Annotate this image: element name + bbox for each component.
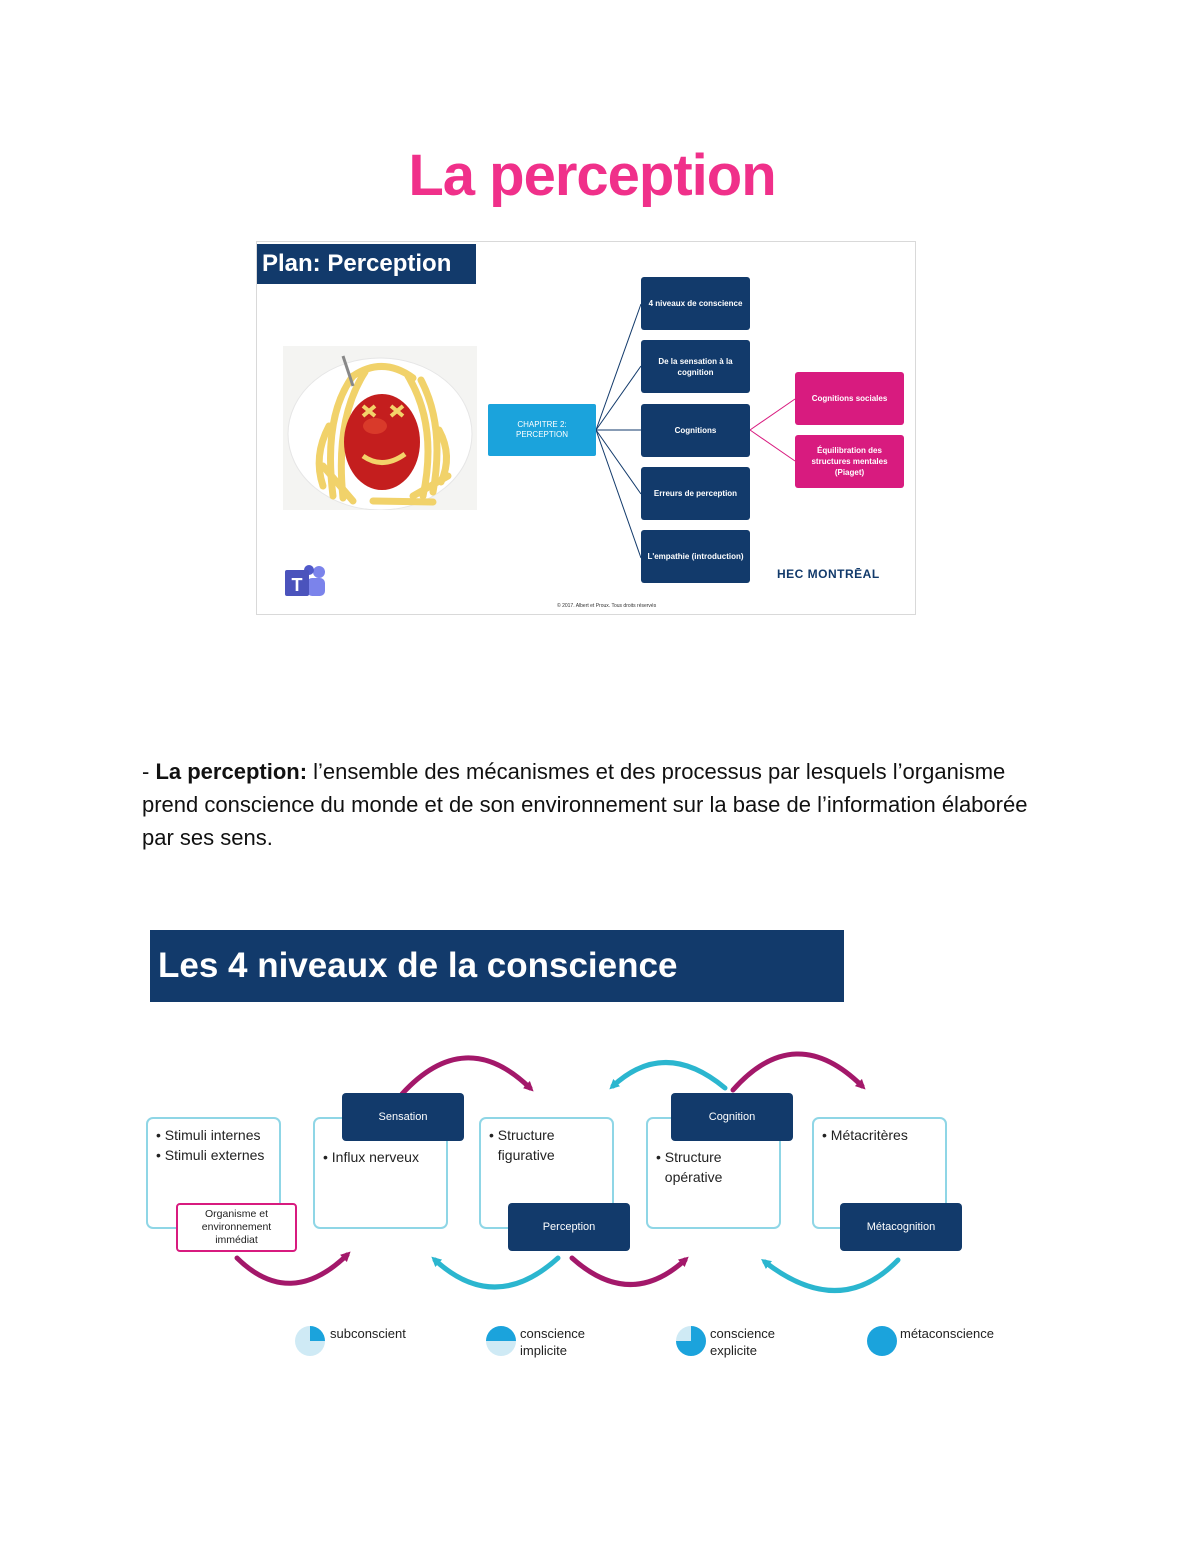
influx-item: • Influx nerveux <box>323 1149 419 1165</box>
conscience-implicite-icon <box>486 1326 516 1356</box>
figurative-item: Structure figurative <box>497 1127 555 1163</box>
pasta-face-image <box>283 346 477 510</box>
branch-erreurs: Erreurs de perception <box>641 467 750 520</box>
hec-logo: HEC MONTRĒAL <box>777 567 880 581</box>
sub-branch-cognitions-sociales: Cognitions sociales <box>795 372 904 425</box>
branch-cognitions: Cognitions <box>641 404 750 457</box>
legend-conscience-implicite: conscience implicite <box>520 1326 586 1358</box>
definition-prefix: - <box>142 759 156 784</box>
definition-text: l’ensemble des mécanismes et des process… <box>142 759 1028 850</box>
sensation-box: Sensation <box>342 1093 464 1141</box>
metacriteres-item: • Métacritères <box>822 1127 908 1143</box>
conscience-explicite-icon <box>676 1326 706 1356</box>
stimuli-item: • Stimuli externes <box>156 1147 265 1163</box>
stimuli-item: • Stimuli internes <box>156 1127 261 1143</box>
teams-logo-icon: T <box>285 565 325 596</box>
chapter-label: CHAPITRE 2: PERCEPTION <box>515 420 568 439</box>
metacognition-box: Métacognition <box>840 1203 962 1251</box>
plan-connector-lines <box>595 303 796 559</box>
chapter-box: CHAPITRE 2: PERCEPTION <box>488 404 596 456</box>
branch-niveaux: 4 niveaux de conscience <box>641 277 750 330</box>
conscience-slide-title: Les 4 niveaux de la conscience <box>150 930 844 1002</box>
cycle-arrows <box>234 1051 901 1293</box>
plan-slide: Plan: Perception <box>256 241 916 615</box>
operative-item: Structure opérative <box>664 1149 723 1185</box>
definition-paragraph: - La perception: l’ensemble des mécanism… <box>142 755 1042 854</box>
perception-box: Perception <box>508 1203 630 1251</box>
organism-box: Organisme et environnement immédiat <box>176 1203 297 1252</box>
legend-conscience-explicite: conscience explicite <box>710 1326 776 1358</box>
subconscient-icon <box>295 1326 325 1356</box>
plan-slide-title: Plan: Perception <box>257 244 476 284</box>
definition-term: La perception: <box>155 759 308 784</box>
metaconscience-icon <box>867 1326 897 1356</box>
cognition-box: Cognition <box>671 1093 793 1141</box>
legend-subconscient: subconscient <box>330 1326 406 1341</box>
sub-branch-equilibration: Équilibration des structures mentales (P… <box>795 435 904 488</box>
branch-empathie: L'empathie (introduction) <box>641 530 750 583</box>
page-title: La perception <box>408 143 776 208</box>
copyright-text: © 2017. Albert et Proux. Tous droits rés… <box>557 603 657 609</box>
branch-sensation-cognition: De la sensation à la cognition <box>641 340 750 393</box>
legend-metaconscience: métaconscience <box>900 1326 994 1341</box>
teams-letter: T <box>292 575 303 595</box>
